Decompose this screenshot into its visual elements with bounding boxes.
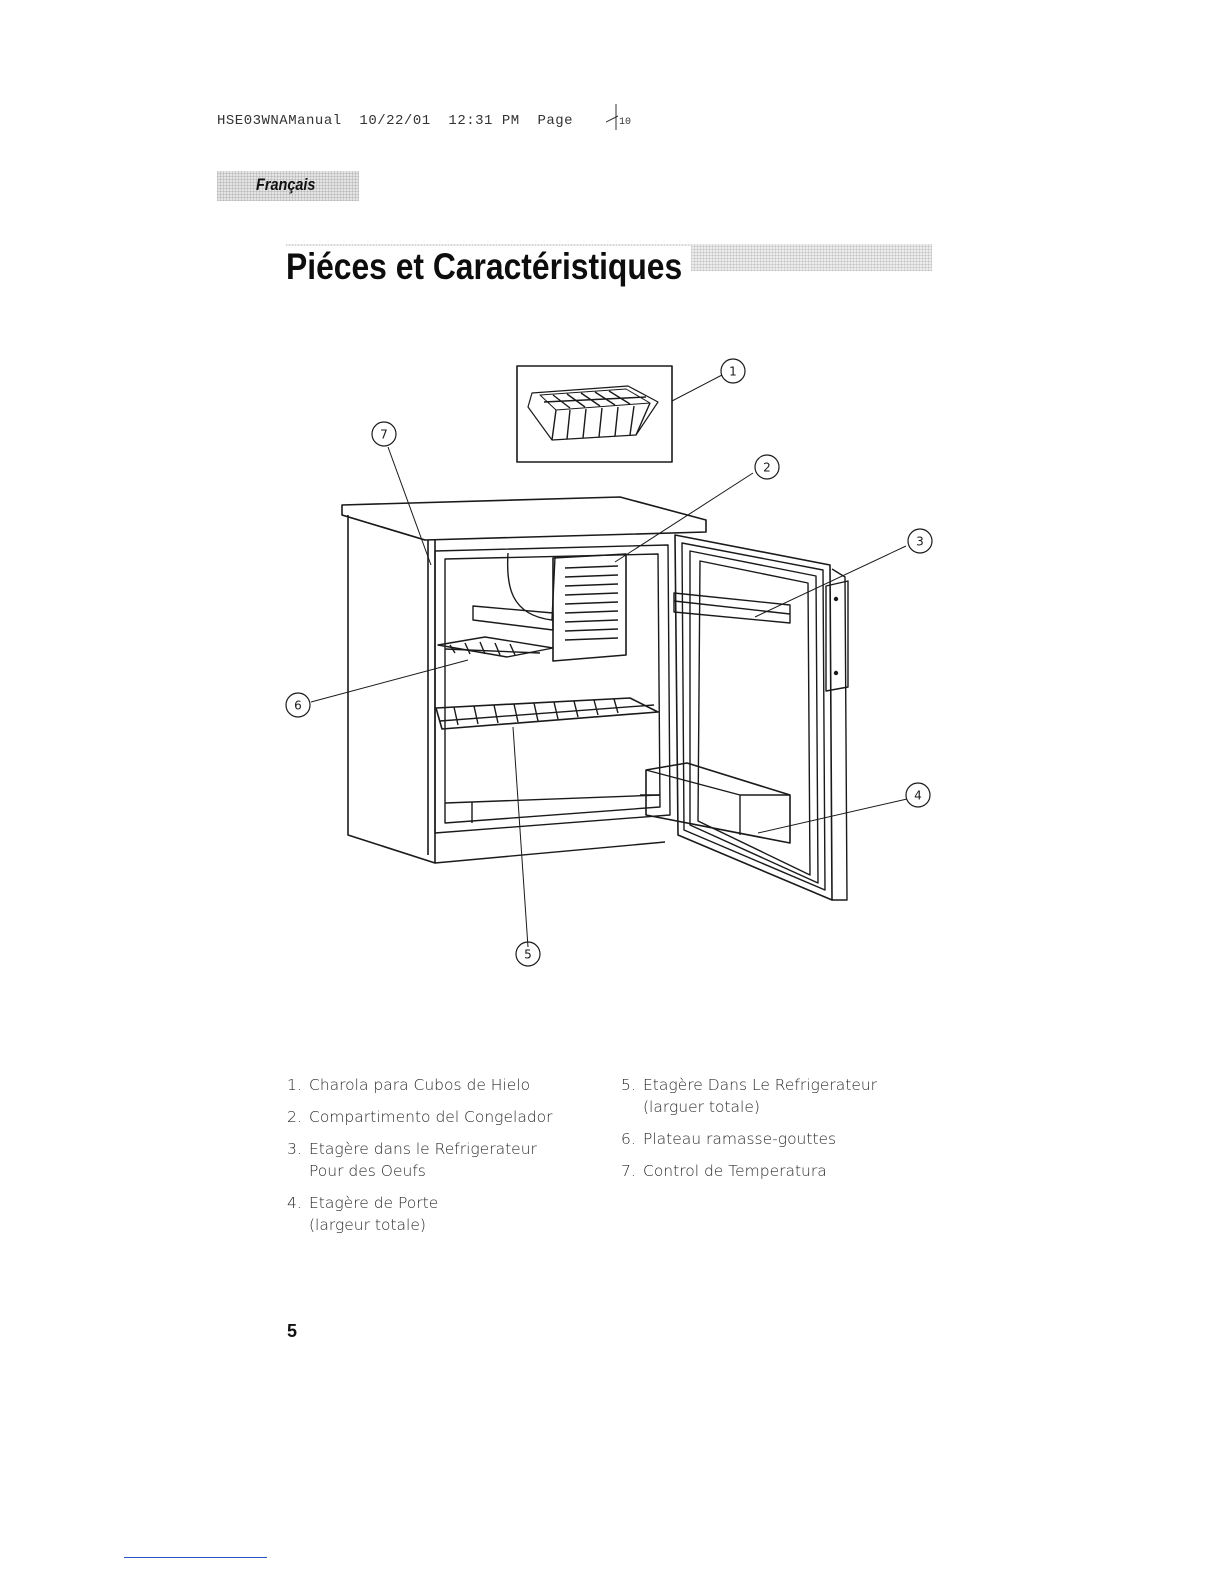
language-tab: Français	[217, 171, 359, 201]
parts-item-text: Control de Temperatura	[643, 1162, 827, 1180]
parts-item-number: 2.	[287, 1108, 302, 1126]
parts-item-text: Charola para Cubos de Hielo	[309, 1076, 531, 1094]
refrigerator-cabinet	[341, 496, 707, 864]
callout-4: 4	[905, 782, 931, 808]
parts-list-item: 2. Compartimento del Congelador	[287, 1106, 587, 1128]
parts-item-text: Etagère de Porte	[309, 1194, 439, 1212]
print-header-page: 10	[619, 117, 631, 128]
parts-item-number: 5.	[621, 1076, 636, 1094]
print-header-text: HSE03WNAManual 10/22/01 12:31 PM Page	[217, 113, 574, 129]
egg-shelf	[673, 592, 791, 624]
footer-rule	[124, 1557, 267, 1558]
callout-markers: 1 2 3 4 5 6 7	[285, 358, 933, 967]
parts-item-continuation: (larguer totale)	[643, 1098, 760, 1116]
parts-list-item: 4. Etagère de Porte (largeur totale)	[287, 1192, 587, 1236]
freezer-compartment	[472, 553, 627, 662]
callout-1: 1	[720, 358, 746, 384]
callout-1-label: 1	[729, 365, 737, 379]
language-label: Français	[256, 175, 316, 194]
callout-2-label: 2	[763, 461, 771, 475]
parts-item-continuation: Pour des Oeufs	[309, 1162, 426, 1180]
parts-item-number: 4.	[287, 1194, 302, 1212]
parts-item-number: 1.	[287, 1076, 302, 1094]
callout-5: 5	[515, 941, 541, 967]
callout-7: 7	[371, 421, 397, 447]
callout-5-label: 5	[524, 948, 532, 962]
parts-item-number: 6.	[621, 1130, 636, 1148]
parts-item-text: Etagère dans le Refrigerateur	[309, 1140, 537, 1158]
refrigerator-shelf	[435, 697, 659, 730]
parts-item-number: 7.	[621, 1162, 636, 1180]
print-header: HSE03WNAManual 10/22/01 12:31 PM Page	[217, 113, 573, 129]
parts-list-left: 1. Charola para Cubos de Hielo 2. Comparti…	[287, 1074, 587, 1246]
parts-list-item: 5. Etagère Dans Le Refrigerateur (larguer …	[621, 1074, 921, 1118]
door-shelf	[645, 762, 791, 844]
callout-4-label: 4	[914, 789, 922, 803]
callout-7-label: 7	[380, 428, 388, 442]
callout-3-label: 3	[916, 535, 924, 549]
callout-6: 6	[285, 692, 311, 718]
page-number: 5	[287, 1321, 298, 1341]
parts-item-text: Plateau ramasse-gouttes	[643, 1130, 837, 1148]
callout-3: 3	[907, 528, 933, 554]
page-title: Piéces et Caractéristiques	[286, 246, 691, 288]
parts-list-right: 5. Etagère Dans Le Refrigerateur (larguer …	[621, 1074, 921, 1192]
ice-tray-inset	[516, 365, 673, 463]
parts-item-text: Etagère Dans Le Refrigerateur	[643, 1076, 878, 1094]
callout-leader-lines	[310, 374, 908, 948]
parts-list-item: 1. Charola para Cubos de Hielo	[287, 1074, 587, 1096]
parts-list-item: 7. Control de Temperatura	[621, 1160, 921, 1182]
drip-tray	[437, 636, 554, 658]
parts-item-text: Compartimento del Congelador	[309, 1108, 553, 1126]
refrigerator-door	[674, 534, 849, 901]
parts-item-continuation: (largeur totale)	[309, 1216, 426, 1234]
parts-list-item: 6. Plateau ramasse-gouttes	[621, 1128, 921, 1150]
callout-6-label: 6	[294, 699, 302, 713]
callout-2: 2	[754, 454, 780, 480]
crop-mark-icon: 10	[606, 104, 631, 130]
parts-item-number: 3.	[287, 1140, 302, 1158]
refrigerator-diagram: 1 2 3 4 5 6 7	[285, 358, 933, 967]
